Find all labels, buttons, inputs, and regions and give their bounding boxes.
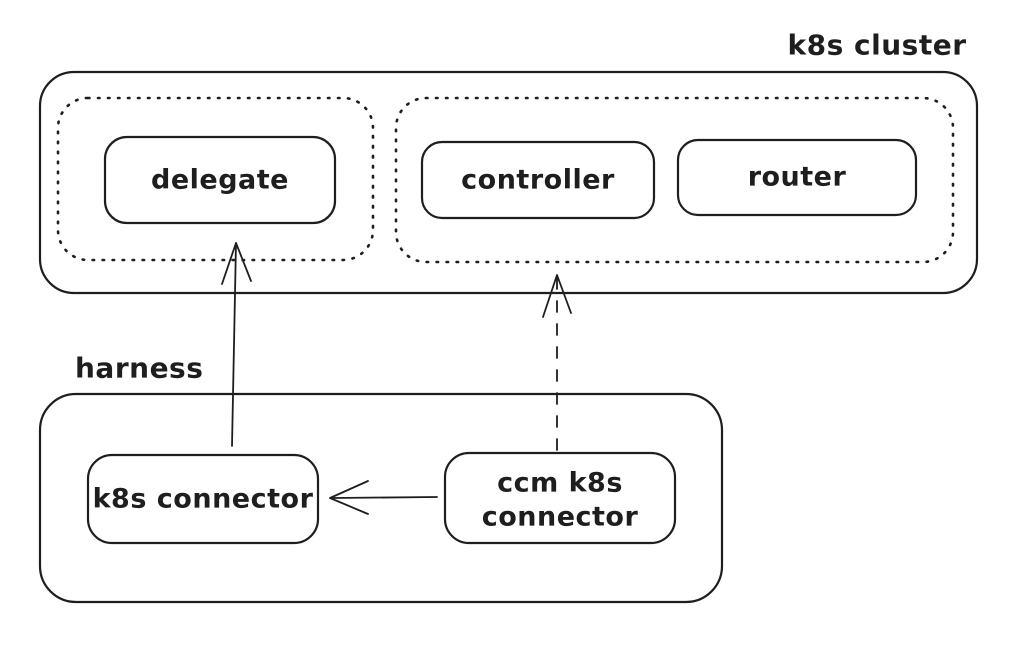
delegate-label: delegate xyxy=(151,165,289,196)
k8s-connector-node: k8s connector xyxy=(86,453,320,545)
edge-line xyxy=(231,242,237,447)
ccm-k8s-connector-box xyxy=(443,451,677,545)
k8s-connector-label: k8s connector xyxy=(93,484,314,515)
harness-box xyxy=(38,392,724,604)
delegate-box xyxy=(103,135,337,225)
k8s-cluster-box xyxy=(38,70,979,295)
k8s-cluster-group: k8s cluster delegate controller router xyxy=(38,29,979,295)
harness-label: harness xyxy=(75,352,203,385)
router-node: router xyxy=(676,138,918,217)
edge-line xyxy=(332,496,438,499)
ccm-k8s-connector-label-line1: ccm k8s xyxy=(497,468,623,499)
ccm-k8s-connector-label-line2: connector xyxy=(482,502,639,533)
edge-k8s-connector-to-delegate xyxy=(221,242,252,447)
edge-ccm-connector-to-k8s-connector xyxy=(329,480,438,515)
router-box xyxy=(676,138,918,217)
arrowhead-left-icon xyxy=(329,480,369,515)
k8s-connector-box xyxy=(86,453,320,545)
ccm-namespace-dotted-box xyxy=(394,96,955,264)
controller-label: controller xyxy=(461,165,615,196)
k8s-cluster-label: k8s cluster xyxy=(788,29,967,62)
edges xyxy=(221,242,572,515)
router-label: router xyxy=(748,162,847,193)
arrowhead-up-icon xyxy=(542,274,572,318)
controller-box xyxy=(420,140,656,220)
harness-group: harness k8s connector ccm k8s connector xyxy=(38,352,724,604)
edge-ccm-connector-to-namespace xyxy=(542,274,572,451)
arrowhead-up-icon xyxy=(221,242,252,285)
delegate-node: delegate xyxy=(103,135,337,225)
controller-node: controller xyxy=(420,140,656,220)
ccm-k8s-connector-node: ccm k8s connector xyxy=(443,451,677,545)
